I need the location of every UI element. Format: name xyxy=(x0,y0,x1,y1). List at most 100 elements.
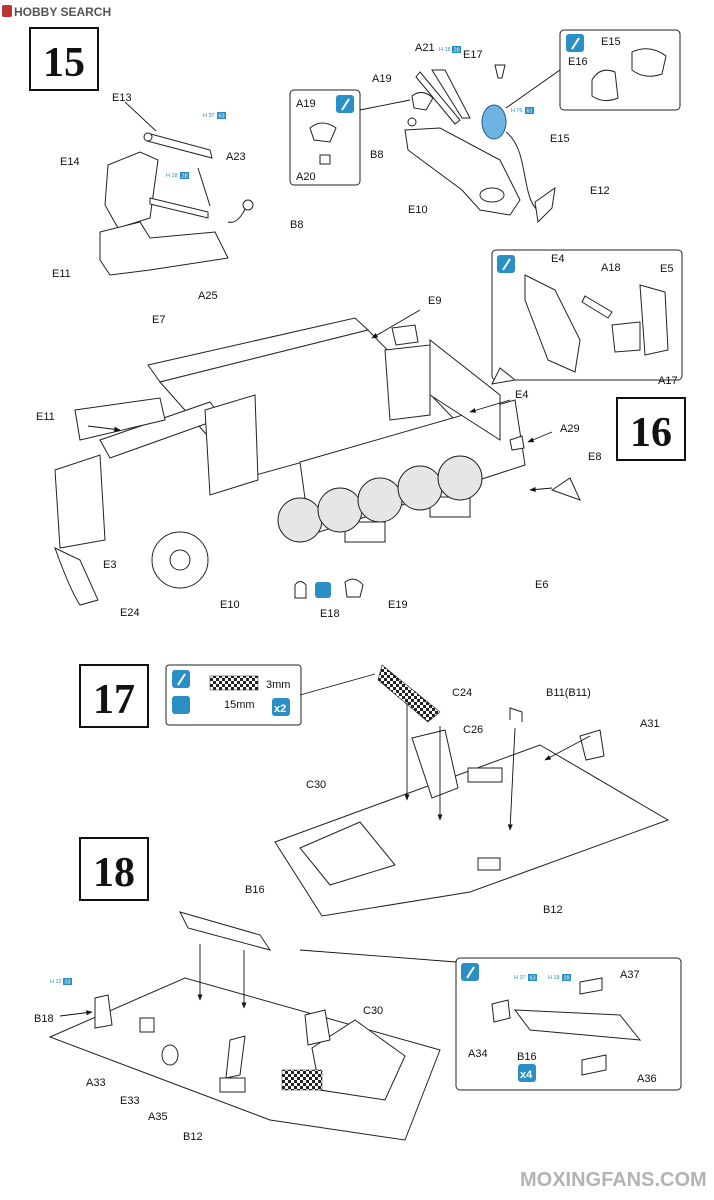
paint-swatch xyxy=(528,974,537,981)
part-B8 xyxy=(242,199,254,211)
part-A19 xyxy=(411,92,434,111)
paint-swatch xyxy=(180,172,189,179)
brush-stroke xyxy=(341,98,350,111)
part-C30-step17 xyxy=(274,744,670,917)
paint-ref-h76-61: H 76 61 xyxy=(511,107,534,115)
label-E11-hull: E11 xyxy=(36,411,55,423)
label-C24: C24 xyxy=(452,687,472,699)
part-E12 xyxy=(534,186,556,224)
part-A29 xyxy=(509,435,525,451)
label-E6: E6 xyxy=(535,579,548,591)
hull-bulkhead xyxy=(204,394,259,496)
part-B16-rack xyxy=(179,911,272,951)
inset-B16: A37 A34 B16 A36 x4 H 37 63 H 18 28 xyxy=(299,949,682,1091)
part-E17 xyxy=(494,64,506,79)
floor-plate-assembly-18 xyxy=(48,911,441,1141)
label-B18: B18 xyxy=(34,1013,54,1025)
label-E4-hull: E4 xyxy=(515,389,528,401)
label-E10-top: E10 xyxy=(408,204,428,216)
inset-E4-part xyxy=(524,274,581,373)
road-wheel xyxy=(437,455,483,501)
part-E8 xyxy=(550,477,581,501)
part-E11-installed xyxy=(74,397,166,441)
mesh-leader xyxy=(299,673,376,696)
brush-stroke xyxy=(177,673,186,686)
mesh-spec-panel: 3mm 15mm x2 xyxy=(165,664,376,726)
mesh-screen xyxy=(377,664,441,723)
step-17-box xyxy=(79,664,149,728)
dim-15mm: 15mm xyxy=(224,699,255,711)
paint-swatch-number: 28 xyxy=(454,48,460,54)
label-C30-step18: C30 xyxy=(363,1005,383,1017)
hull-seatback xyxy=(384,344,431,421)
paint-swatch xyxy=(562,974,571,981)
paint-ref-text: H 12 xyxy=(50,979,62,985)
label-A23: A23 xyxy=(226,151,246,163)
label-B16-main: B16 xyxy=(245,884,265,896)
paint-swatch xyxy=(217,112,226,119)
paint-swatch xyxy=(63,978,72,985)
brush-stroke xyxy=(466,966,475,979)
label-B11: B11(B11) xyxy=(546,687,591,699)
inset-E5-part xyxy=(639,284,669,356)
step-18-box xyxy=(79,837,149,901)
b18-arrow xyxy=(59,1010,93,1017)
floor-plate-assembly-17 xyxy=(274,664,670,917)
label-A37: A37 xyxy=(620,969,640,981)
inset-A18-part xyxy=(581,295,613,319)
e10-base-ring xyxy=(479,187,505,203)
part-E24 xyxy=(54,547,99,606)
e8-arrow xyxy=(529,486,553,492)
paint-swatch-number: 28 xyxy=(564,976,570,982)
label-B12-step17: B12 xyxy=(543,904,563,916)
road-wheel xyxy=(397,465,443,511)
paint-swatch-number: 63 xyxy=(530,976,536,982)
inset-A20-part xyxy=(319,154,331,165)
label-A35: A35 xyxy=(148,1111,168,1123)
inset-A34-part xyxy=(491,999,511,1023)
part-B12-step17 xyxy=(477,857,501,871)
road-wheel xyxy=(317,487,363,533)
hull-interior-assembly xyxy=(54,317,581,606)
part-E14 xyxy=(104,151,159,229)
paint-swatch-number: 63 xyxy=(219,114,225,120)
paint-ref-h18-28: H 18 28 xyxy=(166,172,189,180)
inset-E4-E5: E4 A18 E5 A17 xyxy=(491,249,683,387)
road-wheel xyxy=(357,477,403,523)
part-E11 xyxy=(99,221,229,276)
label-C26: C26 xyxy=(463,724,483,736)
paint-ref-h37-63-inset: H 37 63 xyxy=(514,974,537,982)
label-E13: E13 xyxy=(112,92,132,104)
dim-3mm: 3mm xyxy=(266,679,290,691)
paint-swatch xyxy=(452,46,461,53)
label-B8-left: B8 xyxy=(290,219,303,231)
paint-ref-h18-28-inset: H 18 28 xyxy=(548,974,571,982)
brush-stroke xyxy=(502,258,511,271)
label-E15-inset: E15 xyxy=(601,36,621,48)
label-C30-step17: C30 xyxy=(306,779,326,791)
cement-icon xyxy=(315,582,331,598)
label-A29: A29 xyxy=(560,423,580,435)
a31-arrow xyxy=(544,735,591,761)
b11-arrow xyxy=(507,727,516,831)
e6-plate-1 xyxy=(344,521,386,543)
label-A21: A21 xyxy=(415,42,435,54)
inset-A19-part xyxy=(309,122,337,143)
label-E16: E16 xyxy=(568,56,588,68)
e13-end-knob xyxy=(143,132,153,142)
part-E33 xyxy=(161,1044,179,1066)
paint-ref-h18-28b: H 18 28 xyxy=(439,46,461,54)
inset-E16-part xyxy=(591,69,619,102)
inset-leader xyxy=(299,949,457,963)
part-E18 xyxy=(294,581,307,599)
inset-E15-E16: E15 E16 xyxy=(505,29,681,111)
left-seat-assembly xyxy=(99,132,254,276)
part-E9 xyxy=(391,324,419,346)
label-E4-inset: E4 xyxy=(551,253,564,265)
part-C26 xyxy=(467,767,503,783)
paint-swatch-number: 33 xyxy=(65,980,71,986)
step-16-number: 16 xyxy=(630,410,672,456)
part-A21b xyxy=(431,69,471,119)
inset-A17-part xyxy=(611,321,641,353)
